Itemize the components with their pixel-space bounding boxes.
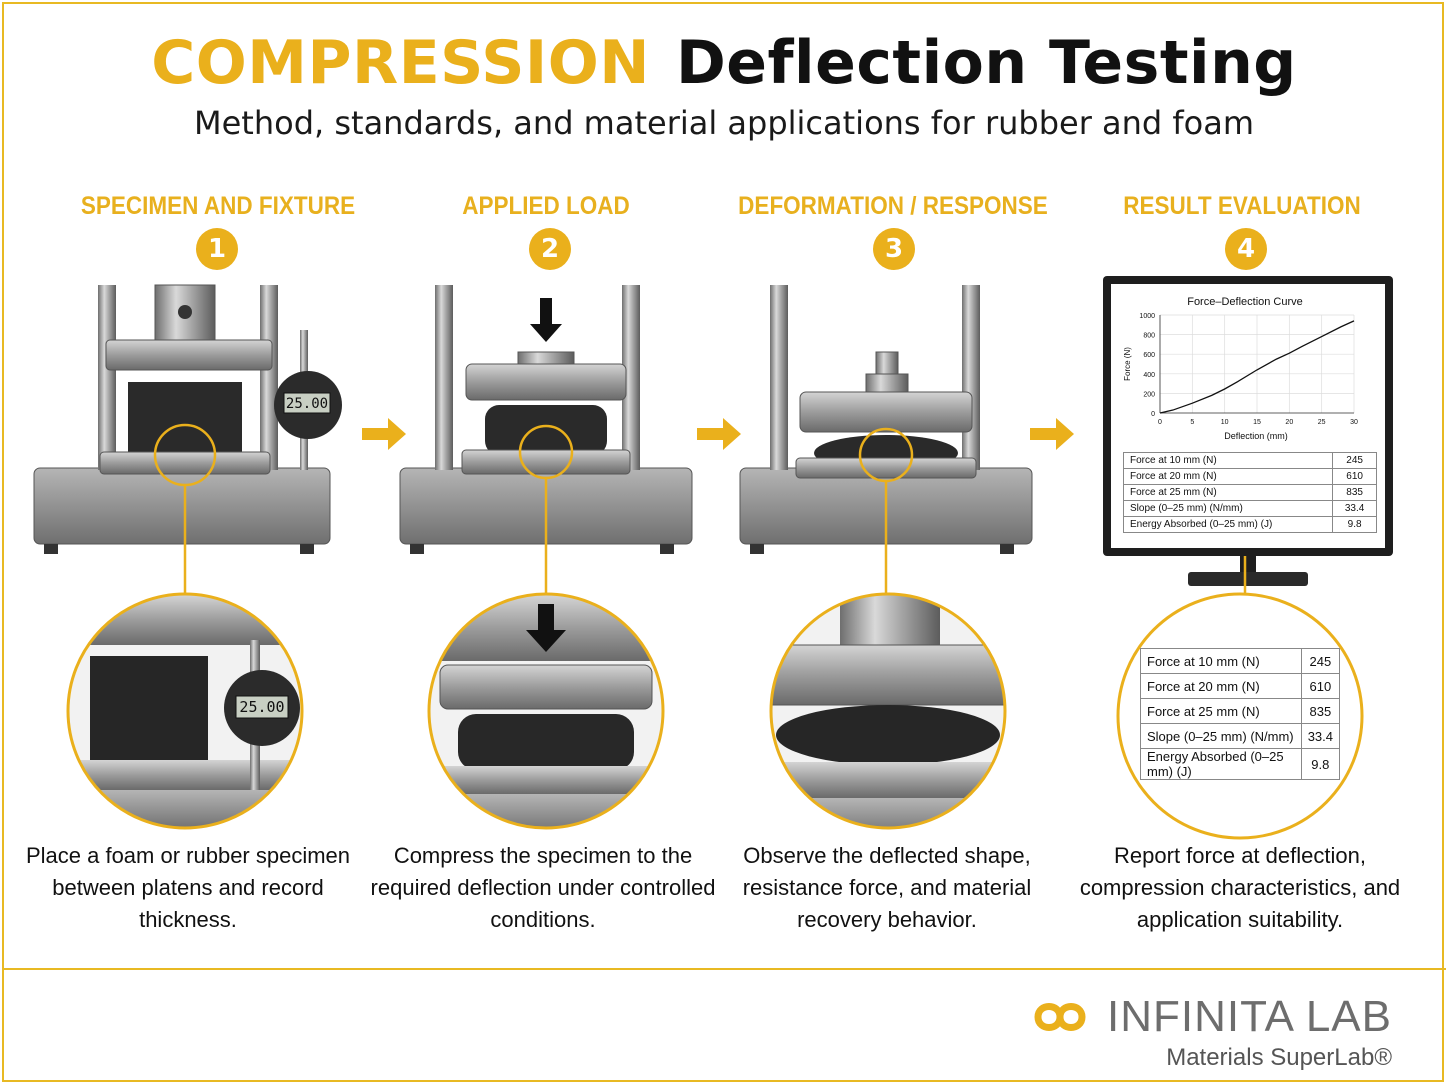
table-row: Force at 10 mm (N)245 xyxy=(1122,452,1377,469)
detail-circle-1: 25.00 xyxy=(66,592,304,830)
x-tick-label: 20 xyxy=(1285,419,1293,426)
step-1-caption: Place a foam or rubber specimen between … xyxy=(25,843,351,932)
arrow-right-1 xyxy=(362,418,406,450)
result-value: 9.8 xyxy=(1332,516,1377,533)
result-label: Slope (0–25 mm) (N/mm) xyxy=(1140,723,1302,749)
arrow-right-3 xyxy=(1030,418,1074,450)
logo-tagline: Materials SuperLab® xyxy=(1166,1044,1392,1071)
result-value: 245 xyxy=(1332,452,1377,469)
step-4-title: RESULT EVALUATION xyxy=(1123,192,1361,220)
result-label: Force at 25 mm (N) xyxy=(1140,698,1302,724)
title-highlight: COMPRESSION xyxy=(151,28,650,98)
x-tick-label: 10 xyxy=(1221,419,1229,426)
step-1-title: SPECIMEN AND FIXTURE xyxy=(80,192,356,220)
result-label: Energy Absorbed (0–25 mm) (J) xyxy=(1140,748,1302,780)
result-value: 33.4 xyxy=(1332,500,1377,517)
result-label: Force at 10 mm (N) xyxy=(1122,452,1334,469)
table-row: Force at 25 mm (N)835 xyxy=(1122,484,1377,501)
result-label: Force at 25 mm (N) xyxy=(1122,484,1334,501)
result-label: Slope (0–25 mm) (N/mm) xyxy=(1122,500,1334,517)
step-1-badge: 1 xyxy=(196,228,238,270)
result-label: Energy Absorbed (0–25 mm) (J) xyxy=(1122,516,1334,533)
x-tick-label: 25 xyxy=(1318,419,1326,426)
result-label: Force at 10 mm (N) xyxy=(1140,648,1302,674)
y-tick-label: 1000 xyxy=(1139,313,1155,320)
chart-x-label: Deflection (mm) xyxy=(1224,431,1288,441)
page-subtitle: Method, standards, and material applicat… xyxy=(193,104,1255,142)
x-tick-label: 30 xyxy=(1350,419,1358,426)
arrow-right-2 xyxy=(697,418,741,450)
step-2-badge: 2 xyxy=(529,228,571,270)
result-label: Force at 20 mm (N) xyxy=(1140,673,1302,699)
chart-y-label: Force (N) xyxy=(1123,347,1132,381)
step-4-caption: Report force at deflection, compression … xyxy=(1079,843,1401,932)
result-value: 610 xyxy=(1300,673,1341,699)
y-tick-label: 600 xyxy=(1143,352,1155,359)
table-row: Slope (0–25 mm) (N/mm)33.4 xyxy=(1140,723,1341,749)
step-4-badge: 4 xyxy=(1225,228,1267,270)
detail-circle-2 xyxy=(427,592,665,830)
table-row: Force at 25 mm (N)835 xyxy=(1140,698,1341,724)
infinity-logo-icon xyxy=(1034,1003,1086,1031)
footer-divider xyxy=(2,968,1446,970)
gauge-reading-1: 25.00 xyxy=(286,396,328,412)
table-row: Slope (0–25 mm) (N/mm)33.4 xyxy=(1122,500,1377,517)
detail-circle-3 xyxy=(769,592,1007,830)
y-tick-label: 200 xyxy=(1143,391,1155,398)
y-tick-label: 400 xyxy=(1143,372,1155,379)
fixture-machine-1: 25.00 xyxy=(33,284,342,554)
step-3-caption: Observe the deflected shape, resistance … xyxy=(742,843,1032,932)
y-tick-label: 800 xyxy=(1143,333,1155,340)
chart-layer: 0 200 400 600 800 1000 0 5 10 15 20 25 30 xyxy=(1139,313,1358,426)
step-2-title: APPLIED LOAD xyxy=(462,192,630,220)
x-tick-label: 0 xyxy=(1158,419,1162,426)
table-row: Force at 20 mm (N)610 xyxy=(1140,673,1341,699)
result-label: Force at 20 mm (N) xyxy=(1122,468,1334,485)
result-value: 835 xyxy=(1332,484,1377,501)
x-tick-label: 15 xyxy=(1253,419,1261,426)
title-rest: Deflection Testing xyxy=(675,28,1297,98)
gauge-reading-2: 25.00 xyxy=(239,698,284,716)
y-tick-label: 0 xyxy=(1151,411,1155,418)
step-2-caption: Compress the specimen to the required de… xyxy=(370,843,716,932)
result-value: 33.4 xyxy=(1300,723,1341,749)
result-value: 835 xyxy=(1300,698,1341,724)
chart-title: Force–Deflection Curve xyxy=(1187,296,1303,308)
step-3-title: DEFORMATION / RESPONSE xyxy=(738,192,1048,220)
step-3-badge: 3 xyxy=(873,228,915,270)
series-line xyxy=(1159,320,1355,414)
table-row: Force at 20 mm (N)610 xyxy=(1122,468,1377,485)
table-row: Energy Absorbed (0–25 mm) (J)9.8 xyxy=(1122,516,1377,533)
table-row: Energy Absorbed (0–25 mm) (J)9.8 xyxy=(1140,748,1341,780)
page-title: COMPRESSION Deflection Testing xyxy=(0,28,1448,98)
result-value: 610 xyxy=(1332,468,1377,485)
result-value: 9.8 xyxy=(1300,748,1341,780)
result-value: 245 xyxy=(1300,648,1341,674)
logo-brand: INFINITA LAB xyxy=(1106,992,1392,1041)
table-row: Force at 10 mm (N)245 xyxy=(1140,648,1341,674)
company-logo: INFINITA LAB Materials SuperLab® xyxy=(1107,992,1392,1072)
x-tick-label: 5 xyxy=(1190,419,1194,426)
